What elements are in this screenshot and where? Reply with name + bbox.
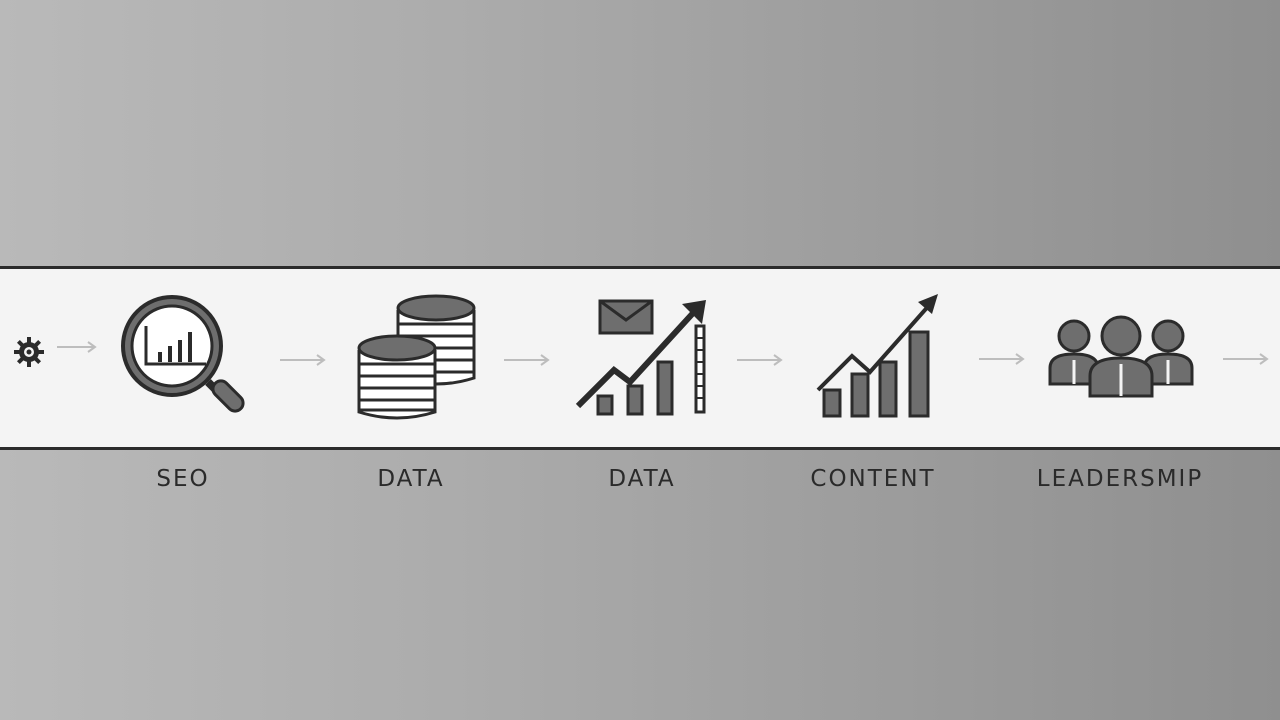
growth-chart-envelope-icon	[575, 299, 706, 416]
database-icon	[357, 294, 476, 420]
team-icon	[1048, 315, 1194, 398]
arrow-right-icon	[1223, 353, 1269, 365]
step-label-leadership: LEADERSMIP	[1036, 466, 1204, 492]
magnifier-chart-icon	[121, 295, 245, 413]
arrow-right-icon	[57, 341, 97, 353]
step-label-content: CONTENT	[810, 466, 936, 492]
step-label-data-analytics: DATA	[608, 466, 676, 492]
arrow-right-icon	[504, 354, 550, 366]
step-label-data-storage: DATA	[377, 466, 445, 492]
gear-icon	[14, 337, 44, 367]
arrow-right-icon	[979, 353, 1025, 365]
trend-chart-icon	[816, 294, 938, 418]
process-flow	[0, 266, 1280, 450]
arrow-right-icon	[737, 354, 783, 366]
arrow-right-icon	[280, 354, 326, 366]
step-label-seo: SEO	[156, 466, 210, 492]
